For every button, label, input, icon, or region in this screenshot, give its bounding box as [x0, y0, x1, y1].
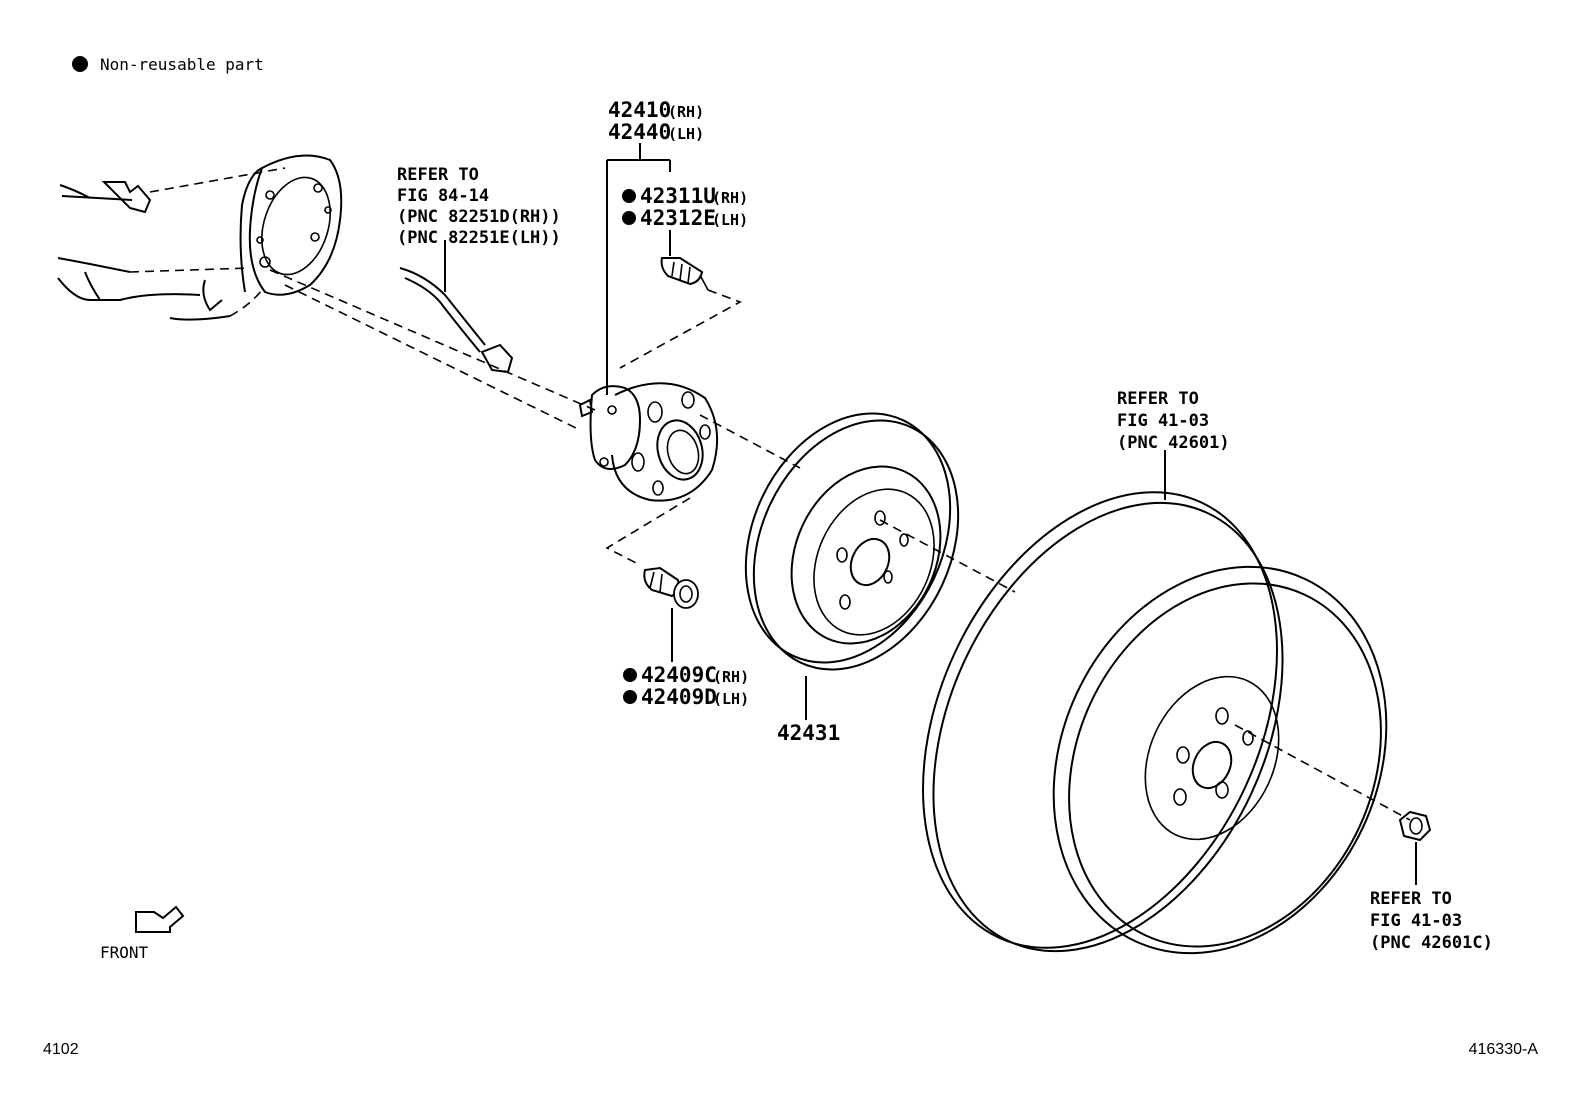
legend-text: Non-reusable part	[100, 55, 264, 74]
sensor-ref-line-1: REFER TO	[397, 165, 479, 185]
hub-bolt-upper-drawing	[619, 257, 742, 369]
axis-line-disc-wheel	[879, 519, 1016, 593]
hub-bolt-lower-suffix-rh: (RH)	[713, 668, 749, 686]
nut-ref-line-3: (PNC 42601C)	[1370, 933, 1493, 953]
brake-disc-drawing	[744, 412, 960, 720]
non-reusable-marker-icon	[623, 690, 637, 704]
hub-bolt-suffix-rh: (RH)	[712, 189, 748, 207]
hub-bolt-lower-suffix-lh: (LH)	[713, 690, 749, 708]
wheel-nut-drawing	[1398, 810, 1432, 885]
nut-ref-line-2: FIG 41-03	[1370, 911, 1462, 931]
hub-suffix-rh: (RH)	[668, 103, 704, 121]
axis-line-upper	[269, 269, 596, 411]
hub-suffix-lh: (LH)	[668, 125, 704, 143]
axis-line-hub-disc	[699, 414, 801, 469]
wheel-ref-line-3: (PNC 42601)	[1117, 433, 1230, 453]
axis-line-lower	[284, 284, 581, 431]
sensor-ref-line-2: FIG 84-14	[397, 186, 489, 206]
hub-bolt-pn-lh: 42312E	[640, 206, 716, 230]
legend: Non-reusable part	[72, 55, 264, 74]
hub-bolt-suffix-lh: (LH)	[712, 211, 748, 229]
speed-sensor-drawing	[399, 240, 514, 374]
wheel-ref-line-2: FIG 41-03	[1117, 411, 1209, 431]
hub-pn-rh: 42410	[608, 98, 671, 122]
wheel-ref-line-1: REFER TO	[1117, 389, 1199, 409]
sensor-ref-line-4: (PNC 82251E(LH))	[397, 228, 561, 248]
front-arrow-icon	[135, 905, 185, 933]
non-reusable-marker-icon	[623, 668, 637, 682]
lower-bolt-guide	[605, 497, 691, 566]
hub-bolt-lower-drawing	[643, 566, 699, 662]
filled-circle-icon	[72, 56, 88, 72]
nut-ref-line-1: REFER TO	[1370, 889, 1452, 909]
axis-line-wheel-nut	[1234, 724, 1411, 821]
disc-pn: 42431	[777, 721, 840, 745]
hub-bolt-pn-rh: 42311U	[640, 184, 716, 208]
sensor-ref-line-3: (PNC 82251D(RH))	[397, 207, 561, 227]
front-label: FRONT	[100, 943, 149, 962]
hub-callout: 42410 (RH) 42440 (LH)	[606, 98, 704, 395]
hub-drawing	[578, 382, 719, 502]
hub-bolt-lower-pn-lh: 42409D	[641, 685, 717, 709]
hub-bolt-lower-pn-rh: 42409C	[641, 663, 717, 687]
footer-right-code: 416330-A	[1469, 1041, 1539, 1058]
non-reusable-marker-icon	[622, 189, 636, 203]
non-reusable-marker-icon	[622, 211, 636, 225]
axle-carrier-drawing	[57, 154, 343, 321]
footer-left-code: 4102	[43, 1041, 79, 1058]
hub-bolt-callout: 42311U (RH) 42312E (LH)	[622, 184, 748, 256]
hub-bolt-lower-callout: 42409C (RH) 42409D (LH)	[623, 663, 749, 709]
wheel-drawing	[922, 450, 1388, 955]
hub-pn-lh: 42440	[608, 120, 671, 144]
front-indicator: FRONT	[100, 905, 185, 962]
